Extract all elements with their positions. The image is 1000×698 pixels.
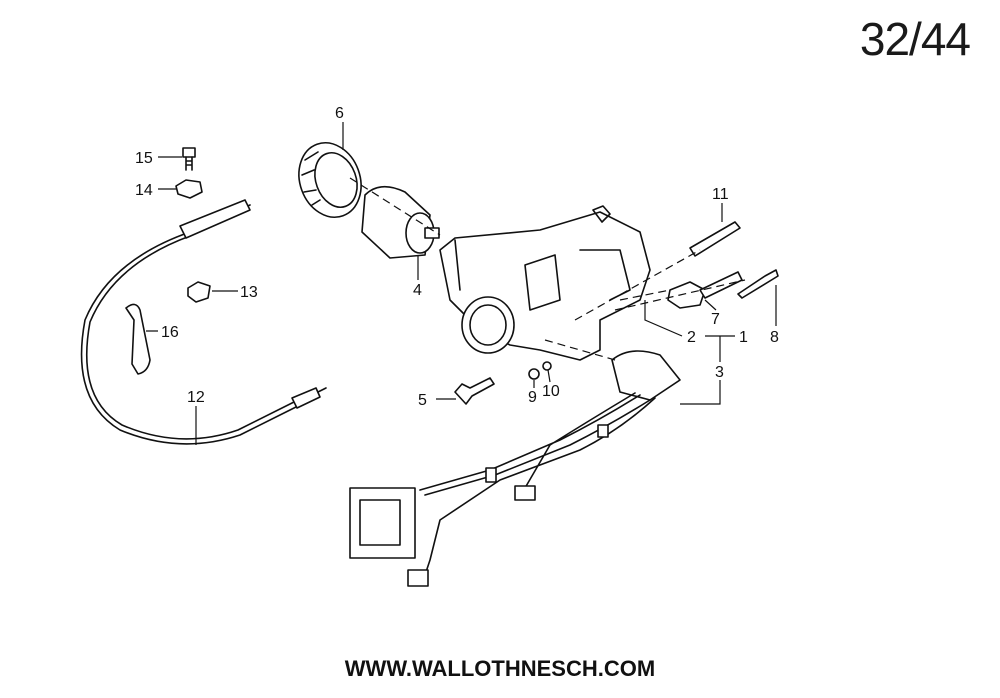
label-9: 9: [528, 389, 537, 406]
label-2: 2: [687, 329, 696, 346]
label-16: 16: [161, 324, 179, 341]
alignment-line: [349, 177, 746, 361]
label-12: 12: [187, 389, 205, 406]
part-13-clip: [187, 281, 211, 303]
label-4: 4: [413, 282, 422, 299]
leader-lines: [146, 122, 777, 445]
label-5: 5: [418, 392, 427, 409]
part-8-screw: [737, 269, 779, 299]
part-6-ring: [298, 142, 362, 218]
part-16-clip: [125, 303, 151, 375]
label-7: 7: [711, 311, 720, 328]
part-14-clamp: [175, 179, 203, 199]
label-10: 10: [542, 383, 560, 400]
part-5-screw: [454, 377, 495, 405]
page-number: 32/44: [859, 13, 971, 65]
part-2-steering-lock-housing: [439, 205, 651, 361]
label-14: 14: [135, 182, 153, 199]
footer-url: WWW.WALLOTHNESCH.COM: [344, 656, 656, 681]
part-15-screw: [182, 147, 196, 171]
part-7-lever: [667, 271, 743, 309]
part-9-nut: [528, 368, 540, 380]
label-15: 15: [135, 150, 153, 167]
label-13: 13: [240, 284, 258, 301]
part-4-lock-cylinder: [361, 185, 440, 259]
label-6: 6: [335, 105, 344, 122]
label-3: 3: [715, 364, 724, 381]
part-10-washer: [542, 361, 552, 371]
part-3-ignition-switch-harness: [349, 350, 681, 587]
part-11-pin: [689, 221, 741, 257]
label-8: 8: [770, 329, 779, 346]
part-12-cable: [80, 199, 327, 445]
label-11: 11: [712, 186, 729, 203]
label-1: 1: [739, 329, 748, 346]
